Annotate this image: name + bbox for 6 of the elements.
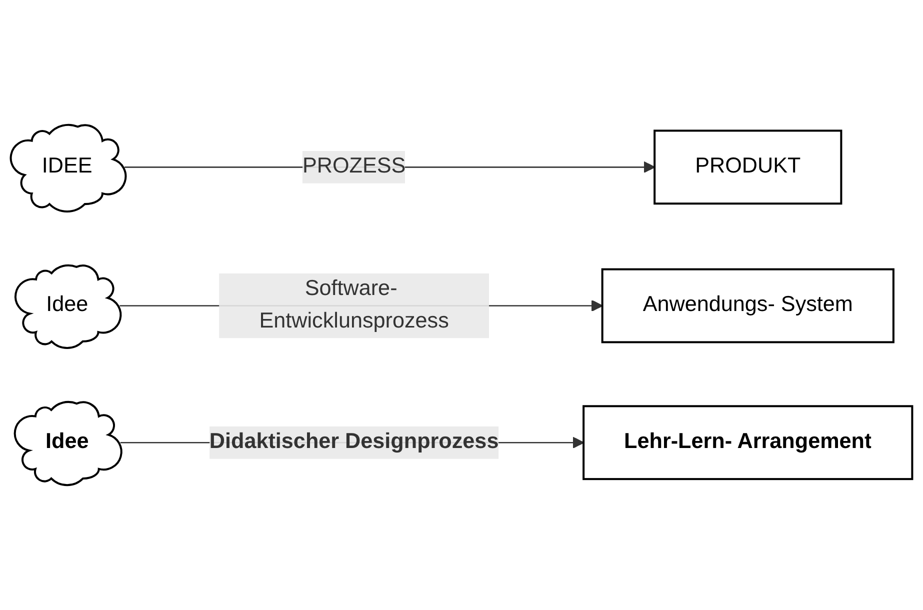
node-box: Anwendungs- System xyxy=(601,268,894,344)
edge-label: Didaktischer Designprozess xyxy=(209,430,499,454)
edge-label: Software- Entwicklunsprozess xyxy=(259,277,449,333)
edge-label: PROZESS xyxy=(302,154,406,178)
node-box: Lehr-Lern- Arrangement xyxy=(582,405,914,480)
node-box: PRODUKT xyxy=(654,130,842,205)
